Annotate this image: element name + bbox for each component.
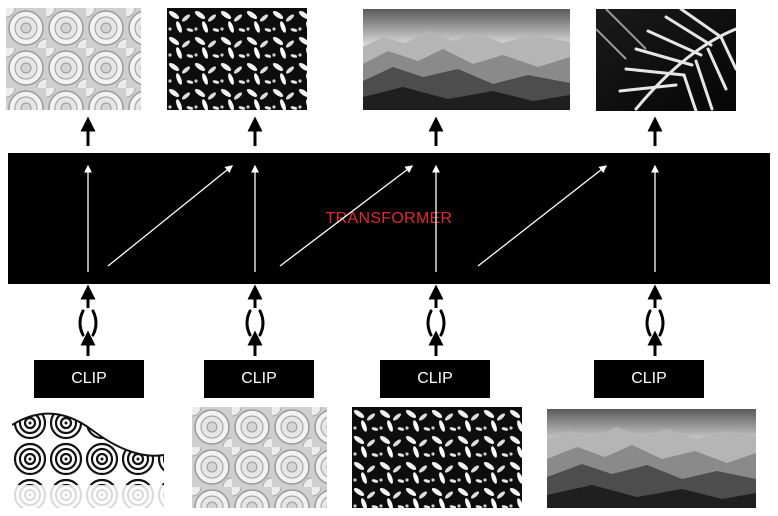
embedding-bracket-3 bbox=[426, 309, 446, 337]
embedding-bracket-1 bbox=[78, 309, 98, 337]
diagonal-arrow-3 bbox=[477, 165, 608, 267]
clip-encoder-2: CLIP bbox=[204, 360, 314, 398]
input-image-leaf-pattern bbox=[352, 407, 522, 508]
clip-encoder-1: CLIP bbox=[34, 360, 144, 398]
embedding-bracket-2 bbox=[245, 309, 265, 337]
embedding-bracket-4 bbox=[645, 309, 665, 337]
transformer-block bbox=[8, 153, 770, 284]
clip-encoder-3: CLIP bbox=[380, 360, 490, 398]
input-image-swirl-pattern bbox=[12, 405, 164, 508]
transformer-label: TRANSFORMER bbox=[325, 210, 453, 227]
output-image-leaf-pattern bbox=[167, 8, 307, 110]
clip-encoder-4: CLIP bbox=[594, 360, 704, 398]
output-image-misty-mountains bbox=[363, 9, 570, 110]
diagonal-arrow-2 bbox=[279, 165, 414, 267]
input-image-roses bbox=[192, 407, 327, 508]
diagonal-arrow-1 bbox=[107, 165, 234, 267]
input-image-misty-mountains bbox=[547, 409, 756, 508]
output-image-roses bbox=[6, 8, 141, 110]
output-image-palm-leaves bbox=[596, 9, 736, 111]
